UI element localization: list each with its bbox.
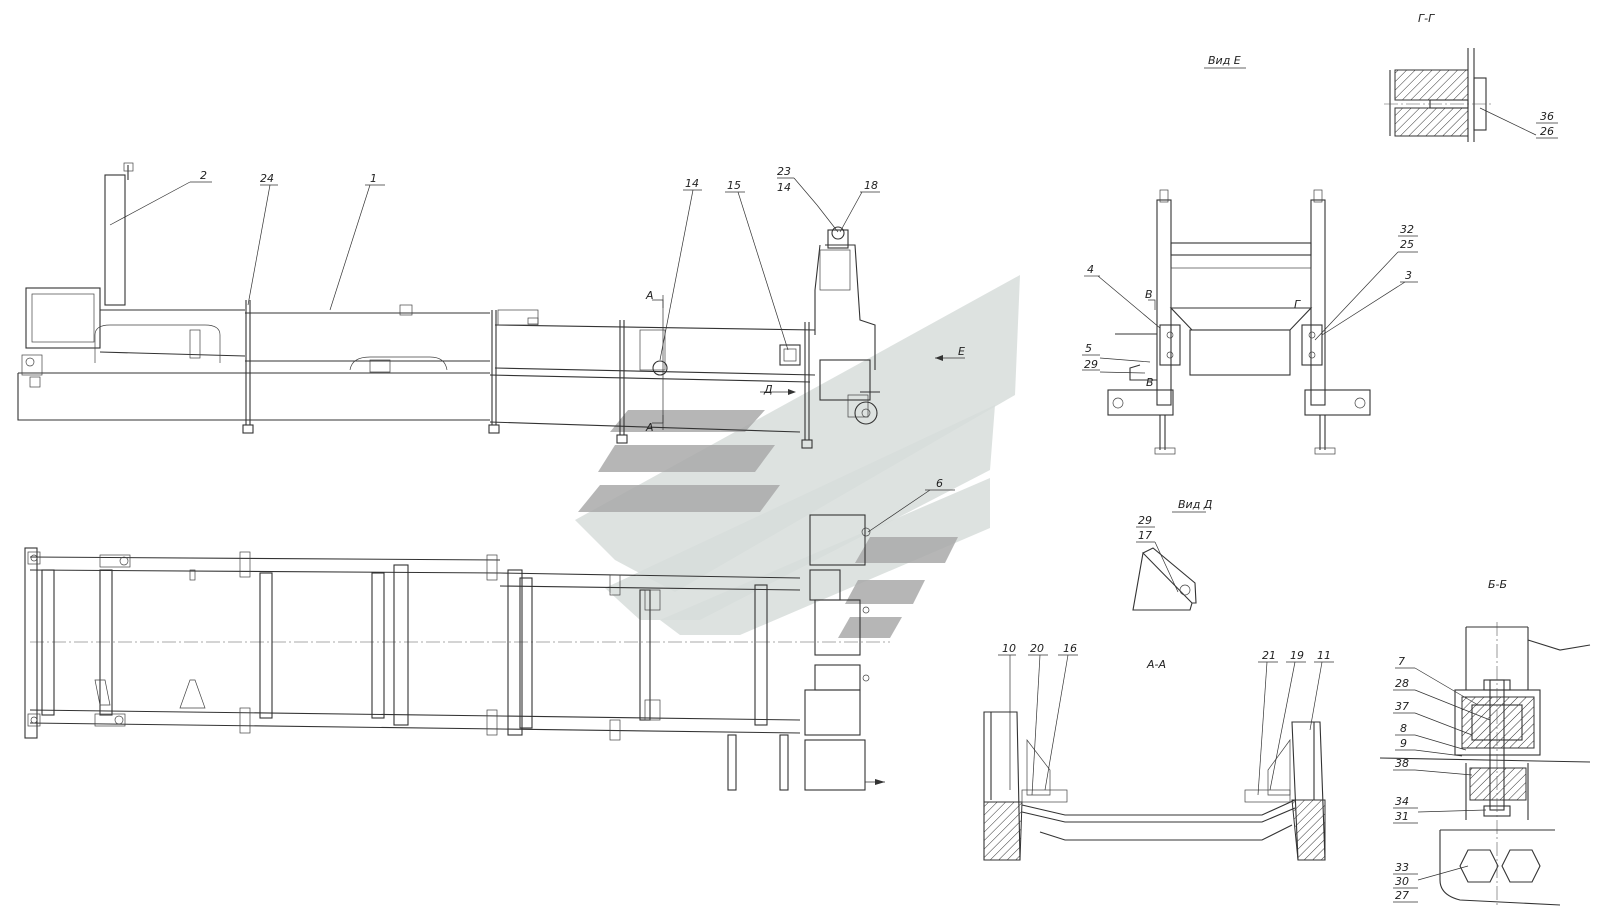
side-elevation-view: А А Д Е 2 24 1 14 15 23 14 18	[17, 162, 965, 449]
cut-mark-a-bottom: А	[645, 421, 654, 434]
callout-6: 6	[936, 477, 943, 490]
section-g-title: Г-Г	[1418, 12, 1435, 25]
callout-14: 14	[685, 177, 699, 190]
callout-20: 20	[1030, 642, 1044, 655]
cut-mark-v-top: В	[1145, 288, 1153, 301]
callout-10: 10	[1002, 642, 1016, 655]
callout-2: 2	[200, 169, 207, 182]
cut-mark-g: Г	[1294, 298, 1301, 311]
callout-fraction-32-top: 32	[1400, 223, 1414, 236]
callout-29: 29	[1084, 358, 1098, 371]
callout-fraction-23-top: 23	[777, 165, 791, 178]
cut-mark-d-arrow: Д	[763, 383, 773, 396]
callout-9: 9	[1400, 737, 1407, 750]
callout-31: 31	[1395, 810, 1409, 823]
callout-18: 18	[864, 179, 878, 192]
callout-fraction-29-top: 29	[1138, 514, 1152, 527]
cut-mark-e-arrow: Е	[958, 345, 965, 358]
callout-fraction-14-bottom: 14	[777, 181, 791, 194]
view-d-title: Вид Д	[1178, 498, 1213, 511]
callout-19: 19	[1290, 649, 1304, 662]
callout-3: 3	[1405, 269, 1412, 282]
callout-fraction-26-bottom: 26	[1540, 125, 1554, 138]
callout-16: 16	[1063, 642, 1077, 655]
callout-37: 37	[1395, 700, 1409, 713]
section-a-title: А-А	[1146, 658, 1166, 671]
callout-4: 4	[1087, 263, 1094, 276]
callout-24: 24	[260, 172, 274, 185]
view-e-title: Вид Е	[1208, 54, 1241, 67]
cut-mark-v-bottom: В	[1146, 376, 1154, 389]
callout-7: 7	[1398, 655, 1405, 668]
callout-fraction-17-bottom: 17	[1138, 529, 1152, 542]
section-a-a: А-А 10 20 16 21 19 11	[983, 642, 1334, 861]
callout-21: 21	[1262, 649, 1276, 662]
callout-fraction-25-bottom: 25	[1400, 238, 1414, 251]
section-b-b: Б-Б 7 28 37 8 9	[1379, 578, 1591, 906]
callout-1: 1	[370, 172, 377, 185]
section-g-g: Г-Г 36 26	[1384, 12, 1558, 142]
section-b-title: Б-Б	[1488, 578, 1507, 591]
callout-15: 15	[727, 179, 741, 192]
watermark-logo	[575, 275, 1020, 638]
plan-view: 6	[24, 477, 955, 791]
view-d: Вид Д 29 17	[1132, 498, 1213, 611]
callout-28: 28	[1395, 677, 1409, 690]
callout-34: 34	[1395, 795, 1409, 808]
callout-33: 33	[1395, 861, 1409, 874]
cut-mark-a-top: А	[645, 289, 654, 302]
callout-27: 27	[1395, 889, 1409, 902]
callout-11: 11	[1317, 649, 1331, 662]
callout-38: 38	[1395, 757, 1409, 770]
callout-30: 30	[1395, 875, 1409, 888]
callout-5: 5	[1085, 342, 1092, 355]
callout-8: 8	[1400, 722, 1407, 735]
view-e-end-view: Вид Е В В Г 4 5	[1082, 54, 1418, 455]
callout-fraction-36-top: 36	[1540, 110, 1554, 123]
